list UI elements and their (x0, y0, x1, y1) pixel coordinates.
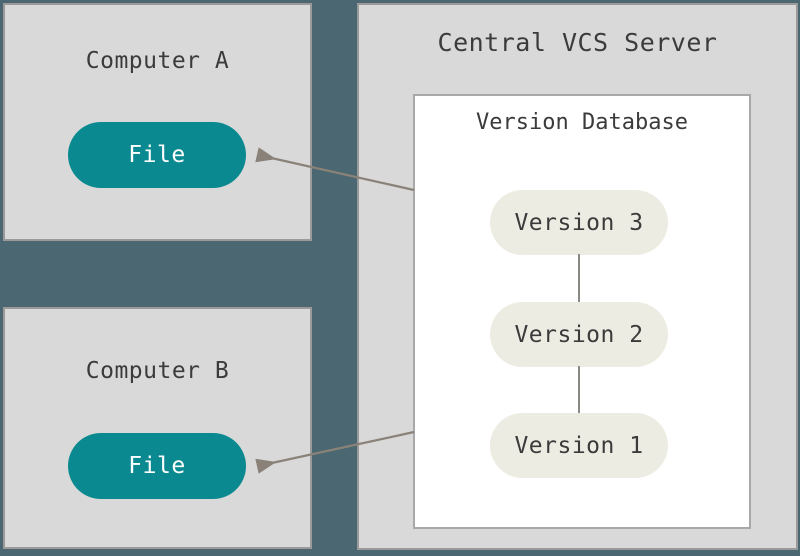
connector-version2-version1 (578, 366, 580, 414)
version-node-1-label: Version 1 (514, 432, 644, 459)
version-database-title: Version Database (476, 110, 688, 135)
connector-version3-version2 (578, 254, 580, 303)
version-node-2-label: Version 2 (514, 321, 644, 348)
computer-a-title: Computer A (85, 48, 230, 74)
computer-a-file-node[interactable]: File (68, 122, 246, 188)
central-vcs-server-title: Central VCS Server (437, 28, 718, 57)
computer-b-title: Computer B (85, 358, 230, 384)
version-node-3-label: Version 3 (514, 209, 644, 236)
computer-a-file-label: File (128, 142, 186, 168)
computer-b-panel (3, 307, 312, 549)
computer-b-file-label: File (128, 453, 186, 479)
version-node-3[interactable]: Version 3 (490, 190, 668, 255)
computer-b-file-node[interactable]: File (68, 433, 246, 499)
version-node-2[interactable]: Version 2 (490, 302, 668, 367)
version-node-1[interactable]: Version 1 (490, 413, 668, 478)
